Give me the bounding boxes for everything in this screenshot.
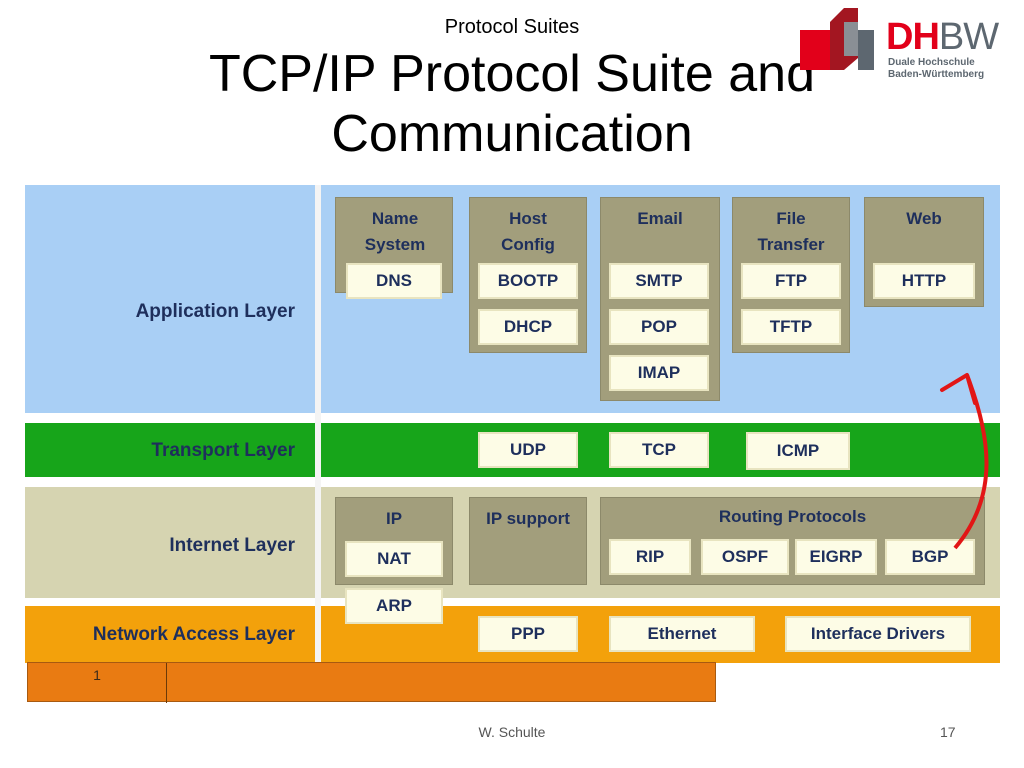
protocol-pop: POP	[609, 309, 709, 345]
protocol-ftp: FTP	[741, 263, 841, 299]
protocol-ppp: PPP	[478, 616, 578, 652]
logo-line-1: Duale Hochschule	[888, 57, 975, 68]
ip-label: IP	[385, 509, 403, 528]
protocol-dns: DNS	[346, 263, 442, 299]
protocol-imap: IMAP	[609, 355, 709, 391]
ip-support-label: IP support	[486, 509, 570, 528]
transport-layer-label: Transport Layer	[151, 440, 295, 461]
email-label: Email	[637, 209, 683, 228]
protocol-bootp: BOOTP	[478, 263, 578, 299]
internet-layer-label: Internet Layer	[169, 535, 295, 556]
protocol-bgp: BGP	[885, 539, 975, 575]
web-label: Web	[906, 209, 942, 228]
logo-line-2: Baden-Württemberg	[888, 69, 985, 80]
red-arrow-icon	[940, 373, 989, 550]
protocol-udp: UDP	[478, 432, 578, 468]
application-layer-label: Application Layer	[135, 301, 295, 322]
logo-subtitle: Duale Hochschule Baden-Württemberg	[888, 57, 984, 81]
logo-wordmark: DHBW	[886, 16, 999, 58]
ip-support-group: IP support	[469, 497, 587, 585]
table-divider	[166, 663, 167, 703]
table-cell: 1	[93, 667, 101, 683]
logo-dh: DH	[886, 16, 940, 58]
logo-bw: BW	[938, 16, 999, 58]
network-access-layer-label: Network Access Layer	[92, 624, 295, 645]
protocol-ethernet: Ethernet	[609, 616, 755, 652]
protocol-smtp: SMTP	[609, 263, 709, 299]
routing-protocols-label: Routing Protocols	[718, 507, 867, 526]
protocol-dhcp: DHCP	[478, 309, 578, 345]
protocol-nat: NAT	[345, 541, 443, 577]
slide-title: TCP/IP Protocol Suite and Communication	[208, 45, 816, 163]
protocol-icmp: ICMP	[746, 432, 850, 470]
protocol-interface-drivers: Interface Drivers	[785, 616, 971, 652]
protocol-arp: ARP	[345, 588, 443, 624]
protocol-eigrp: EIGRP	[795, 539, 877, 575]
page-number: 17	[940, 724, 956, 740]
label-separator	[315, 185, 321, 663]
protocol-ospf: OSPF	[701, 539, 789, 575]
table-strip: 1	[27, 662, 716, 703]
protocol-rip: RIP	[609, 539, 691, 575]
tcpip-diagram: Application Layer Transport Layer Intern…	[25, 185, 1000, 663]
protocol-tcp: TCP	[609, 432, 709, 468]
protocol-tftp: TFTP	[741, 309, 841, 345]
dhbw-logo-icon	[800, 8, 874, 70]
protocol-http: HTTP	[873, 263, 975, 299]
slide-subtitle: Protocol Suites	[444, 16, 580, 38]
footer-author: W. Schulte	[478, 724, 546, 740]
